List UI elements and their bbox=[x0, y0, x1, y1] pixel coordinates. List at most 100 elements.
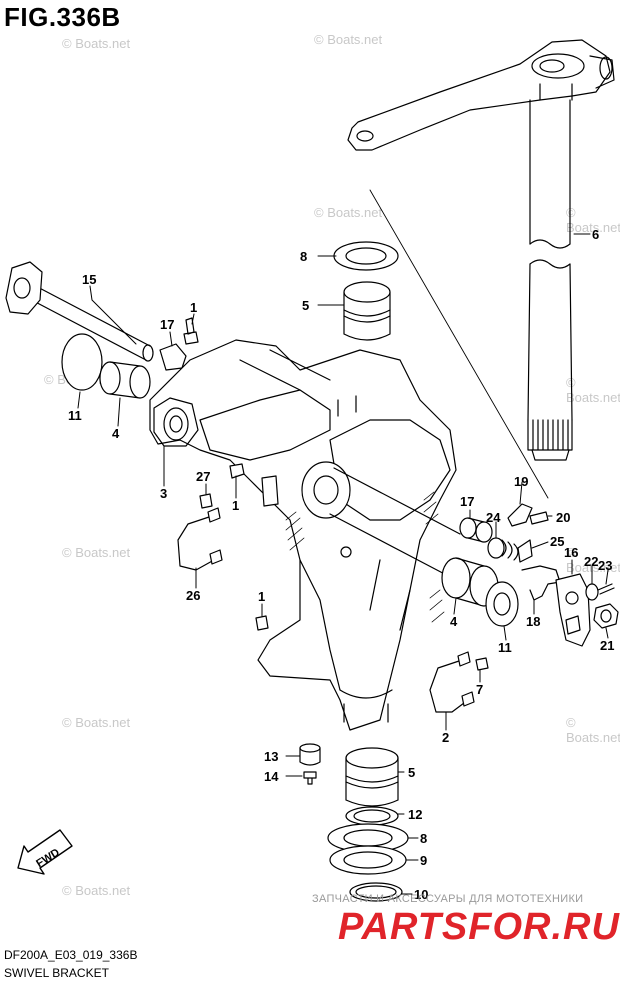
bushing-4-left bbox=[99, 361, 151, 399]
diagram-code: DF200A_E03_019_336B bbox=[4, 948, 138, 962]
plug-17-left bbox=[159, 343, 187, 371]
callout-2: 2 bbox=[442, 730, 449, 745]
callout-1: 1 bbox=[232, 498, 239, 513]
arm-hub-collar bbox=[539, 83, 573, 101]
callout-20: 20 bbox=[556, 510, 570, 525]
shaft-upper bbox=[529, 99, 571, 245]
bushing-5-lower bbox=[345, 747, 399, 807]
callout-3: 3 bbox=[160, 486, 167, 501]
callout-1: 1 bbox=[190, 300, 197, 315]
callout-5: 5 bbox=[408, 765, 415, 780]
stopper-13 bbox=[299, 743, 321, 766]
steering-arm-outline bbox=[347, 39, 611, 151]
callout-7: 7 bbox=[476, 682, 483, 697]
watermark: © Boats.net bbox=[62, 36, 131, 51]
figure-title: FIG.336B bbox=[4, 2, 121, 32]
tube-body bbox=[23, 281, 151, 361]
bracket-upper-arm bbox=[149, 339, 457, 731]
ring-10 bbox=[349, 882, 403, 902]
watermark: © Boats.net bbox=[566, 545, 620, 575]
callout-18: 18 bbox=[526, 614, 540, 629]
watermark: © Boats.net bbox=[566, 375, 620, 405]
bolt-27 bbox=[199, 493, 213, 509]
right-housing-bore bbox=[301, 461, 351, 519]
shaft-break-lower bbox=[529, 259, 571, 269]
shop-slogan: ЗАПЧАСТИ И АКСЕССУАРЫ ДЛЯ МОТОТЕХНИКИ bbox=[312, 893, 584, 905]
fwd-arrow-icon bbox=[17, 829, 73, 875]
callout-16: 16 bbox=[564, 545, 578, 560]
callout-8: 8 bbox=[420, 831, 427, 846]
diagram-name: SWIVEL BRACKET bbox=[4, 966, 109, 980]
tube-bracket bbox=[5, 261, 43, 315]
grease-fitting-1-low bbox=[255, 615, 269, 631]
callout-4: 4 bbox=[112, 426, 120, 441]
shaft-tip bbox=[531, 449, 570, 461]
callout-27: 27 bbox=[196, 469, 210, 484]
arm-pivot-right-end bbox=[599, 56, 613, 80]
grease-fitting-1-mid bbox=[229, 463, 245, 479]
watermark: © Boats.net bbox=[62, 883, 131, 898]
bracket-inner-web bbox=[199, 389, 331, 461]
bracket-hatch bbox=[285, 491, 445, 623]
leader-lines bbox=[77, 233, 609, 895]
bracket-tab-left bbox=[261, 475, 279, 507]
bracket-right-housing bbox=[329, 419, 451, 521]
left-ear-bore bbox=[163, 407, 189, 441]
screw-14 bbox=[303, 771, 317, 785]
steering-arm-shaft-part bbox=[347, 39, 615, 499]
bracket-lower-leg-right bbox=[369, 559, 411, 631]
clip-25 bbox=[517, 539, 533, 563]
callout-11: 11 bbox=[498, 640, 512, 655]
callout-1: 1 bbox=[258, 589, 265, 604]
tube-end bbox=[142, 344, 154, 362]
callout-17: 17 bbox=[160, 317, 174, 332]
callout-8: 8 bbox=[300, 249, 307, 264]
callout-13: 13 bbox=[264, 749, 278, 764]
swivel-bracket-body bbox=[149, 339, 461, 731]
callout-19: 19 bbox=[514, 474, 528, 489]
callout-24: 24 bbox=[486, 510, 501, 525]
callout-9: 9 bbox=[420, 853, 427, 868]
callout-25: 25 bbox=[550, 534, 564, 549]
wire-2 bbox=[429, 651, 475, 713]
callout-10: 10 bbox=[414, 887, 428, 902]
washer-11-left bbox=[61, 333, 103, 391]
callout-5: 5 bbox=[302, 298, 309, 313]
callout-23: 23 bbox=[598, 558, 612, 573]
watermark: © Boats.net bbox=[62, 715, 131, 730]
callout-21: 21 bbox=[600, 638, 614, 653]
bolt-20 bbox=[529, 511, 549, 525]
washer-8-upper bbox=[333, 241, 399, 271]
callout-22: 22 bbox=[584, 554, 598, 569]
watermark: © Boats.net bbox=[314, 32, 383, 47]
arm-tip-hole bbox=[356, 130, 374, 142]
bracket-lower-collar bbox=[339, 689, 393, 723]
spring-24 bbox=[487, 537, 519, 561]
callout-labels: 8 5 6 15 1 17 11 4 3 27 1 26 1 19 20 17 … bbox=[34, 227, 614, 902]
callout-26: 26 bbox=[186, 588, 200, 603]
tilt-tube-part bbox=[5, 261, 154, 362]
clip-19 bbox=[507, 503, 533, 527]
shaft-break-upper bbox=[529, 239, 571, 249]
washer-9 bbox=[329, 845, 407, 875]
bracket-cross-tube bbox=[329, 467, 461, 581]
arm-hub-bore bbox=[539, 59, 565, 73]
watermark: © Boats.net bbox=[62, 545, 131, 560]
shop-logo: PARTSFOR.RU bbox=[338, 906, 620, 948]
seal-12 bbox=[345, 806, 399, 826]
bolt-7 bbox=[475, 657, 489, 671]
shaft-lower bbox=[527, 263, 573, 421]
watermark: © Boats.net bbox=[566, 205, 620, 235]
pin-23 bbox=[597, 583, 615, 595]
shaft-splines bbox=[527, 419, 573, 451]
bracket-hole bbox=[340, 546, 352, 558]
grease-fitting-1-top bbox=[183, 317, 199, 345]
watermark: © Boats.net bbox=[566, 715, 620, 745]
bracket-slot bbox=[337, 395, 357, 417]
callout-12: 12 bbox=[408, 807, 422, 822]
callout-14: 14 bbox=[264, 769, 279, 784]
arm-pivot-right bbox=[589, 55, 615, 89]
callout-11: 11 bbox=[68, 408, 82, 423]
washer-11-right bbox=[485, 581, 519, 627]
